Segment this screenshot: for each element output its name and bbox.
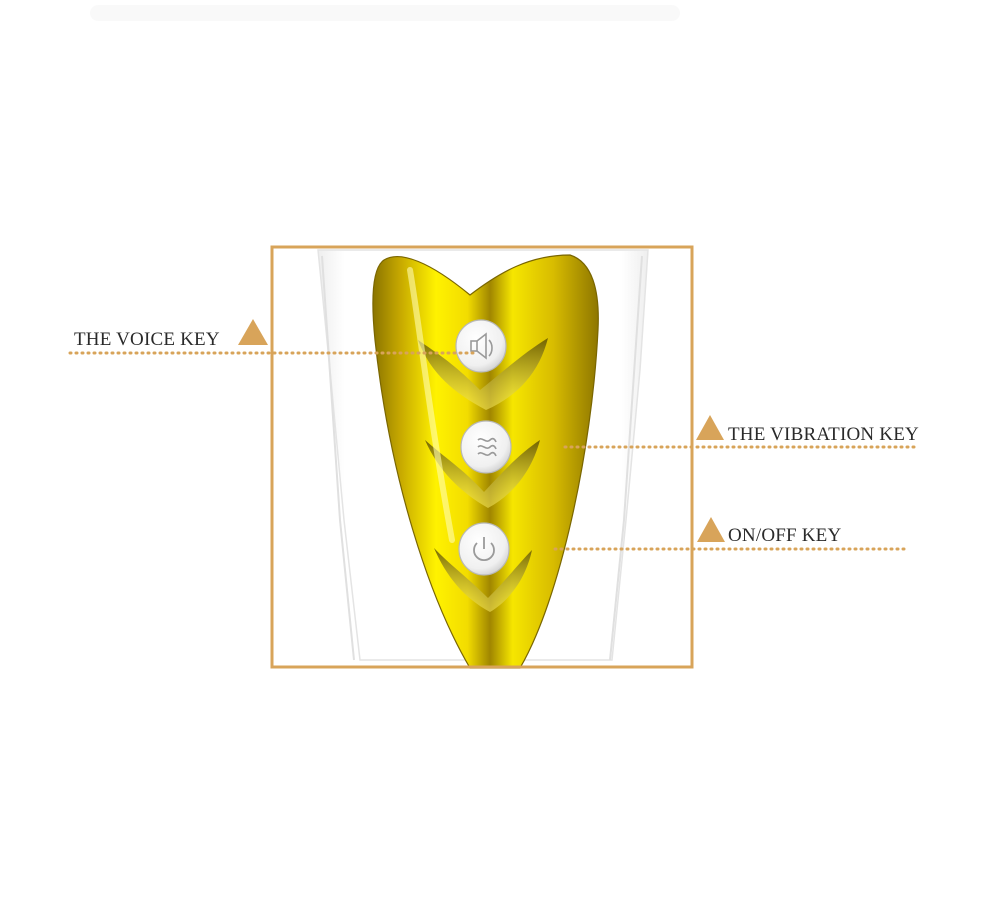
voice-key-button[interactable]: [455, 319, 507, 373]
voice-key-marker-icon: [238, 319, 268, 345]
faded-header-text: [90, 5, 680, 21]
power-icon: [473, 537, 495, 562]
vibration-waves-icon: [477, 437, 497, 457]
vibration-key-button[interactable]: [460, 420, 512, 474]
vibration-key-label: THE VIBRATION KEY: [728, 424, 919, 445]
voice-key-label: THE VOICE KEY: [74, 329, 220, 350]
onoff-key-marker-icon: [697, 517, 725, 542]
onoff-key-button[interactable]: [458, 522, 510, 576]
onoff-key-label: ON/OFF KEY: [728, 525, 841, 546]
speaker-icon: [470, 332, 493, 360]
vibration-key-marker-icon: [696, 415, 724, 440]
detail-frame: [270, 245, 694, 669]
